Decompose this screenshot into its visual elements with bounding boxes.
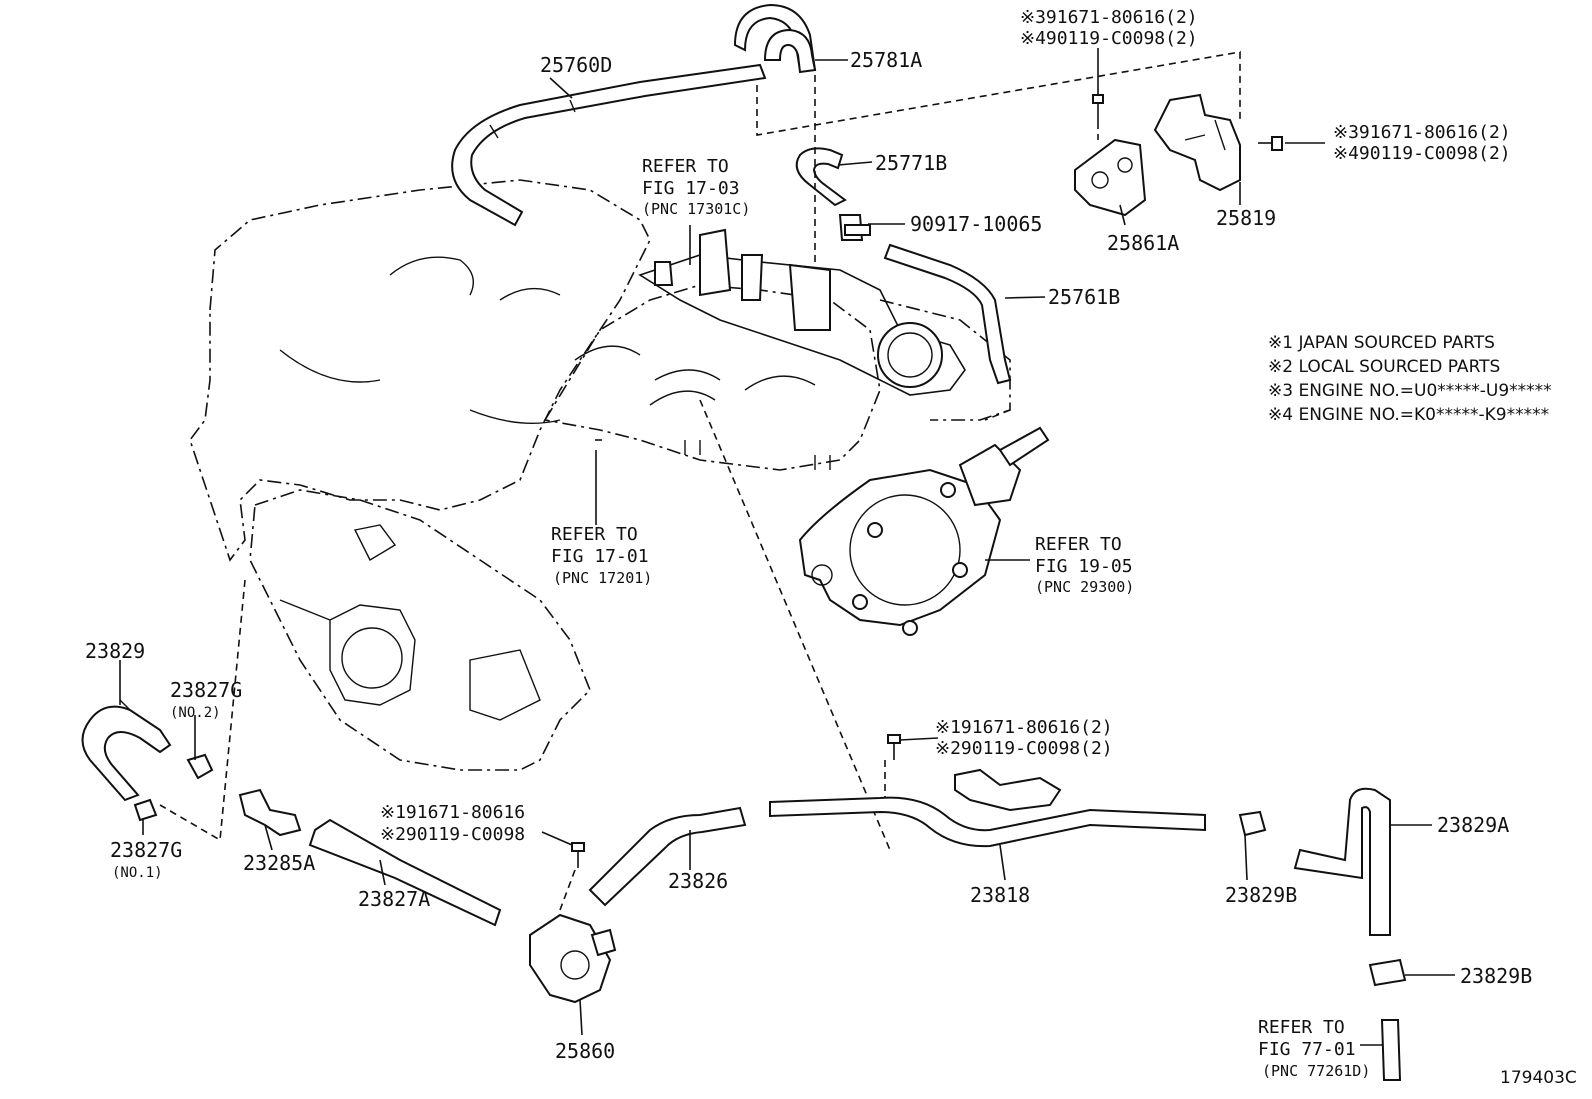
label-bolt-mid-2: ※290119-C0098(2) xyxy=(935,738,1113,759)
clamp-23827G-no2 xyxy=(186,753,214,780)
note-4: ※4 ENGINE NO.=K0*****-K9***** xyxy=(1268,405,1549,425)
check-valve-90917 xyxy=(838,214,871,241)
label-bolt-right-1: ※391671-80616(2) xyxy=(1333,122,1511,143)
bolt-low xyxy=(571,842,585,868)
leader-lines xyxy=(119,48,1455,1046)
ref-17-03-line1: REFER TO xyxy=(642,156,729,177)
ref-17-01-line1: REFER TO xyxy=(551,524,638,545)
label-25860: 25860 xyxy=(555,1039,615,1063)
sensor-23285A xyxy=(238,788,302,837)
ref-17-01-line2: FIG 17-01 xyxy=(551,546,649,567)
label-25861A: 25861A xyxy=(1107,231,1179,255)
label-25781A: 25781A xyxy=(850,48,922,72)
bracket-25861A xyxy=(1074,138,1147,217)
label-23818: 23818 xyxy=(970,883,1030,907)
ref-77-01-pnc: (PNC 77261D) xyxy=(1262,1062,1370,1080)
pipe-23818 xyxy=(769,768,1206,848)
ref-17-03-pnc: (PNC 17301C) xyxy=(642,200,750,218)
hose-23827A xyxy=(308,818,502,927)
label-25819: 25819 xyxy=(1216,206,1276,230)
label-23827G-no1: 23827G xyxy=(110,838,182,862)
hose-25760D xyxy=(451,63,767,227)
label-23829B-upper: 23829B xyxy=(1225,883,1297,907)
label-23827G-no1-sub: (NO.1) xyxy=(112,865,163,881)
bolt-mid xyxy=(887,734,901,760)
label-23826: 23826 xyxy=(668,869,728,893)
label-25760D: 25760D xyxy=(540,53,612,77)
throttle-body-area xyxy=(638,228,966,396)
label-bolt-right-2: ※490119-C0098(2) xyxy=(1333,143,1511,164)
label-23827A: 23827A xyxy=(358,887,430,911)
label-25761B: 25761B xyxy=(1048,285,1120,309)
hose-23829A xyxy=(1293,787,1391,936)
pipe-ref-77-01 xyxy=(1380,1019,1402,1081)
clamp-23827G-no1 xyxy=(133,798,158,822)
note-2: ※2 LOCAL SOURCED PARTS xyxy=(1268,357,1500,377)
label-90917-10065: 90917-10065 xyxy=(910,212,1042,236)
note-1: ※1 JAPAN SOURCED PARTS xyxy=(1268,333,1495,353)
label-bolt-top-1: ※391671-80616(2) xyxy=(1020,7,1198,28)
part-labels: 25760D 25781A 25771B 90917-10065 25761B … xyxy=(85,48,1532,1063)
ref-19-05-line2: FIG 19-05 xyxy=(1035,556,1133,577)
vsv-25819 xyxy=(1153,93,1241,192)
ref-77-01-line2: FIG 77-01 xyxy=(1258,1039,1356,1060)
label-bolt-low-2: ※290119-C0098 xyxy=(380,824,525,845)
bolt-right xyxy=(1258,136,1283,151)
label-23829A: 23829A xyxy=(1437,813,1509,837)
hose-25761B xyxy=(883,243,1012,385)
ref-19-05-pnc: (PNC 29300) xyxy=(1035,578,1134,596)
label-23829B-lower: 23829B xyxy=(1460,964,1532,988)
label-23285A: 23285A xyxy=(243,851,315,875)
ref-17-03-line2: FIG 17-03 xyxy=(642,178,740,199)
reference-labels: REFER TO FIG 17-03 (PNC 17301C) REFER TO… xyxy=(551,156,1370,1080)
bolt-top xyxy=(1092,94,1104,122)
notes-legend: ※1 JAPAN SOURCED PARTS ※2 LOCAL SOURCED … xyxy=(1268,333,1552,425)
hose-25771B xyxy=(795,147,847,207)
hose-23829 xyxy=(81,699,172,802)
clamp-23829B-upper xyxy=(1238,810,1267,837)
label-23827G-no2-sub: (NO.2) xyxy=(170,705,221,721)
label-bolt-mid-1: ※191671-80616(2) xyxy=(935,717,1113,738)
vsv-25860 xyxy=(529,913,617,1004)
label-23827G-no2: 23827G xyxy=(170,678,242,702)
ref-19-05-line1: REFER TO xyxy=(1035,534,1122,555)
ref-17-01-pnc: (PNC 17201) xyxy=(553,569,652,587)
diagram-id: 179403C xyxy=(1500,1068,1577,1088)
hose-25781A xyxy=(733,3,817,74)
hose-23826 xyxy=(588,806,747,907)
note-3: ※3 ENGINE NO.=U0*****-U9***** xyxy=(1268,381,1552,401)
ref-77-01-line1: REFER TO xyxy=(1258,1017,1345,1038)
bolt-labels: ※391671-80616(2) ※490119-C0098(2) ※39167… xyxy=(380,7,1511,845)
label-25771B: 25771B xyxy=(875,151,947,175)
label-bolt-top-2: ※490119-C0098(2) xyxy=(1020,28,1198,49)
transmission-housing-outline xyxy=(249,489,591,771)
clamp-23829B-lower xyxy=(1368,958,1407,987)
dashed-assembly-lines xyxy=(159,51,1241,911)
label-23829: 23829 xyxy=(85,639,145,663)
label-bolt-low-1: ※191671-80616 xyxy=(380,802,525,823)
vacuum-pump xyxy=(798,426,1050,636)
